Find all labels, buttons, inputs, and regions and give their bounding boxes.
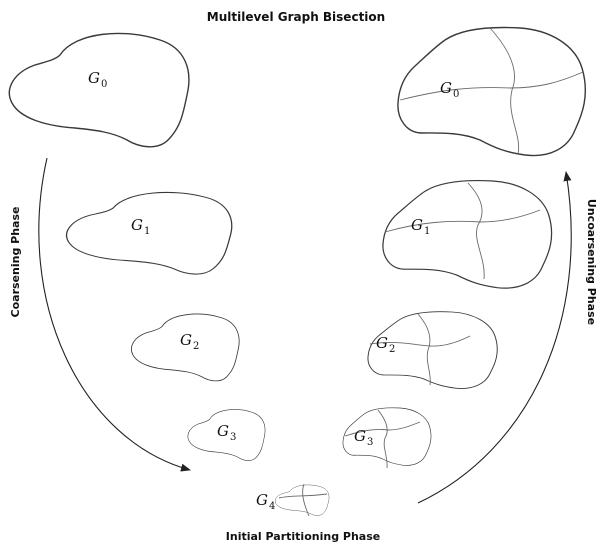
diagram-title: Multilevel Graph Bisection [207,10,385,24]
graph-label: G4 [256,491,275,512]
graph-g2-left: G2 [131,314,239,381]
graph-g3-left: G3 [188,410,265,461]
graph-g0-left: G0 [9,33,189,146]
graph-g1-left: G1 [67,192,232,274]
graph-g4-partitioned: G4 [256,484,329,516]
coarsening-phase-label: Coarsening Phase [9,207,22,318]
graph-g3-right: G3 [343,408,431,468]
graph-g1-right: G1 [383,181,552,289]
graph-g0-right: G0 [398,28,585,156]
uncoarsening-phase-label: Uncoarsening Phase [585,199,596,325]
initial-partitioning-phase-label: Initial Partitioning Phase [226,530,380,543]
graph-g2-right: G2 [368,312,497,389]
